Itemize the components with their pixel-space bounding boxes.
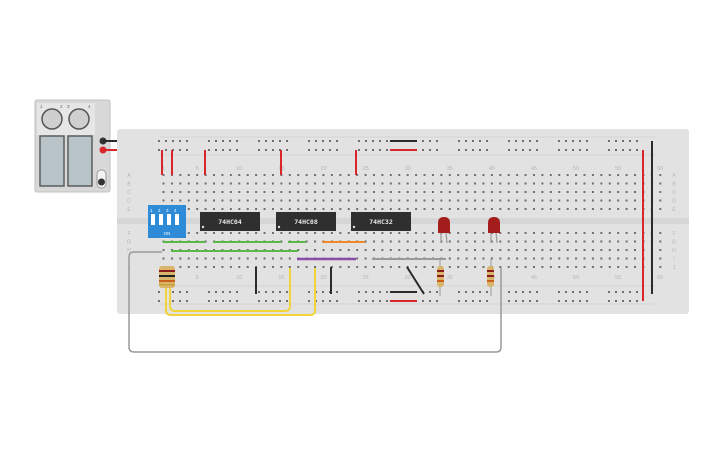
column-number-top: 25: [363, 166, 369, 172]
column-number-top: 40: [489, 166, 495, 172]
chip-label: 74HC04: [218, 218, 242, 226]
battery-pack[interactable]: 1 2 3 4: [34, 99, 111, 193]
column-number-top: 30: [405, 166, 411, 172]
row-letter: F: [127, 231, 130, 237]
battery-knob-icon: [68, 108, 90, 130]
yellow-wires[interactable]: [165, 268, 316, 316]
row-letter: H: [127, 248, 131, 254]
column-number-top: 60: [657, 166, 663, 172]
battery-terminal-label: 2: [60, 104, 63, 109]
dip-number: 3: [166, 208, 169, 213]
switch-knob-icon: [98, 178, 105, 186]
column-number-bottom: 35: [447, 275, 453, 281]
column-number-bottom: 45: [531, 275, 537, 281]
dip-toggle[interactable]: [175, 214, 179, 225]
row-letter: E: [127, 207, 131, 213]
battery-knob-icon: [41, 108, 63, 130]
column-number-bottom: 30: [405, 275, 411, 281]
row-letter: I: [673, 257, 674, 263]
row-letter: D: [127, 199, 131, 205]
column-number-bottom: 10: [236, 275, 242, 281]
column-number-bottom: 5: [196, 275, 199, 281]
row-letter: A: [127, 173, 131, 179]
dip-switch[interactable]: 1 2 3 4 ON: [148, 205, 186, 238]
column-number-bottom: 50: [573, 275, 579, 281]
led-icon: [488, 217, 500, 233]
column-number-top: 35: [447, 166, 453, 172]
row-letter: F: [672, 231, 675, 237]
dip-number: 1: [150, 208, 153, 213]
row-letter: D: [672, 199, 676, 205]
chip-74hc32[interactable]: 74HC32: [351, 212, 411, 231]
column-number-bottom: 15: [278, 275, 284, 281]
resistor-input-pulldowns[interactable]: [159, 266, 175, 288]
column-number-bottom: 55: [615, 275, 621, 281]
battery-cell: [67, 135, 93, 187]
row-letter: H: [672, 248, 676, 254]
dip-on-label: ON: [164, 231, 171, 236]
chip-label: 74HC08: [294, 218, 318, 226]
chip-74hc04[interactable]: 74HC04: [200, 212, 260, 231]
row-letter: B: [127, 182, 131, 188]
row-letter: E: [672, 207, 676, 213]
battery-terminal-label: 1: [40, 104, 43, 109]
dip-number: 2: [158, 208, 161, 213]
row-letter: B: [672, 182, 676, 188]
row-letter: G: [127, 240, 131, 246]
chip-74hc08[interactable]: 74HC08: [276, 212, 336, 231]
column-number-top: 10: [236, 166, 242, 172]
dip-toggle[interactable]: [151, 214, 155, 225]
column-number-top: 5: [196, 166, 199, 172]
dip-toggle[interactable]: [167, 214, 171, 225]
dip-number: 4: [174, 208, 177, 213]
row-letter: G: [672, 240, 676, 246]
column-number-bottom: 60: [657, 275, 663, 281]
column-number-bottom: 20: [320, 275, 326, 281]
rail-jumpers[interactable]: [161, 140, 653, 302]
resistor-led-2[interactable]: [487, 259, 494, 296]
gray-loop-wire[interactable]: [128, 251, 502, 353]
led-icon: [438, 217, 450, 233]
battery-terminal-label: 3: [67, 104, 70, 109]
row-letter: J: [673, 265, 676, 271]
chip-label: 74HC32: [369, 218, 393, 226]
dip-toggle[interactable]: [159, 214, 163, 225]
battery-cell: [39, 135, 65, 187]
column-number-top: 20: [320, 166, 326, 172]
led-1[interactable]: [438, 217, 450, 244]
led-2[interactable]: [488, 217, 500, 244]
resistor-led-1[interactable]: [437, 259, 444, 296]
row-letter: C: [127, 190, 131, 196]
row-letter: A: [672, 173, 676, 179]
row-letter: C: [672, 190, 676, 196]
column-number-bottom: 25: [363, 275, 369, 281]
green-wires[interactable]: [163, 241, 306, 252]
column-number-top: 50: [573, 166, 579, 172]
column-number-top: 45: [531, 166, 537, 172]
column-number-top: 55: [615, 166, 621, 172]
battery-terminal-label: 4: [88, 104, 91, 109]
column-number-top: 1: [162, 166, 165, 172]
